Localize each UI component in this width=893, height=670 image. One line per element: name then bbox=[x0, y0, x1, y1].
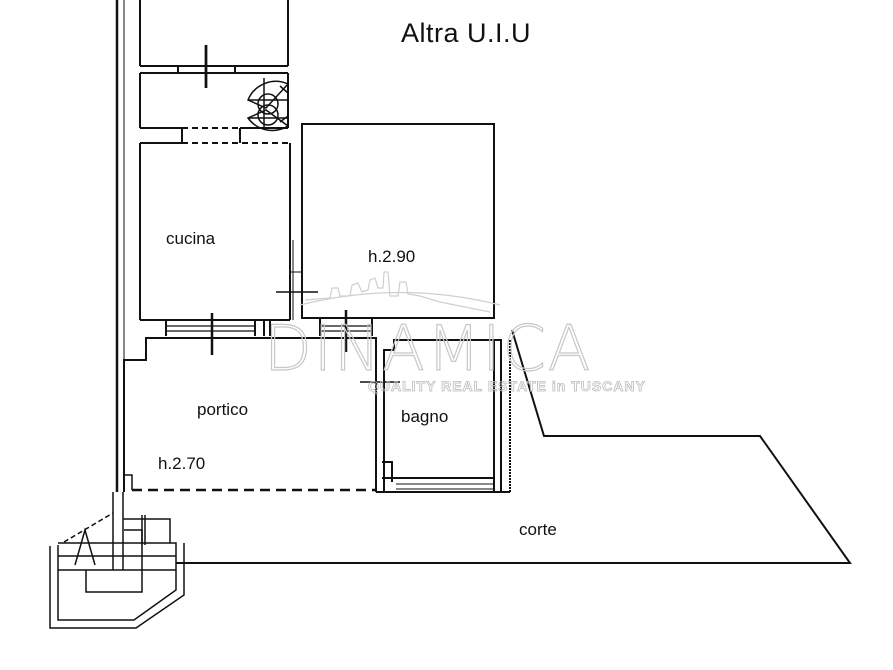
room-label-portico: portico bbox=[197, 400, 249, 419]
room-label-corte: corte bbox=[519, 520, 557, 539]
room-label-bagno: bagno bbox=[401, 407, 449, 426]
spiral-staircase-icon bbox=[246, 78, 290, 132]
stair-room-walls bbox=[139, 73, 289, 144]
portico-walls bbox=[123, 337, 377, 492]
bagno-walls bbox=[360, 339, 511, 493]
upper-room-walls bbox=[139, 0, 289, 88]
outer-left-wall bbox=[115, 0, 125, 492]
room-height-label: h.2.90 bbox=[368, 247, 416, 266]
watermark-skyline-icon bbox=[299, 271, 501, 313]
watermark-brand: DINAMICA bbox=[263, 311, 593, 385]
room-label-cucina: cucina bbox=[166, 229, 216, 248]
plan-title: Altra U.I.U bbox=[401, 18, 532, 48]
watermark-tagline: QUALITY REAL ESTATE in TUSCANY bbox=[368, 378, 646, 395]
external-staircase bbox=[49, 492, 185, 629]
portico-height-label: h.2.70 bbox=[158, 454, 206, 473]
corte-boundary bbox=[176, 329, 852, 564]
cucina-walls bbox=[139, 142, 291, 355]
room-h290-walls bbox=[276, 123, 495, 352]
